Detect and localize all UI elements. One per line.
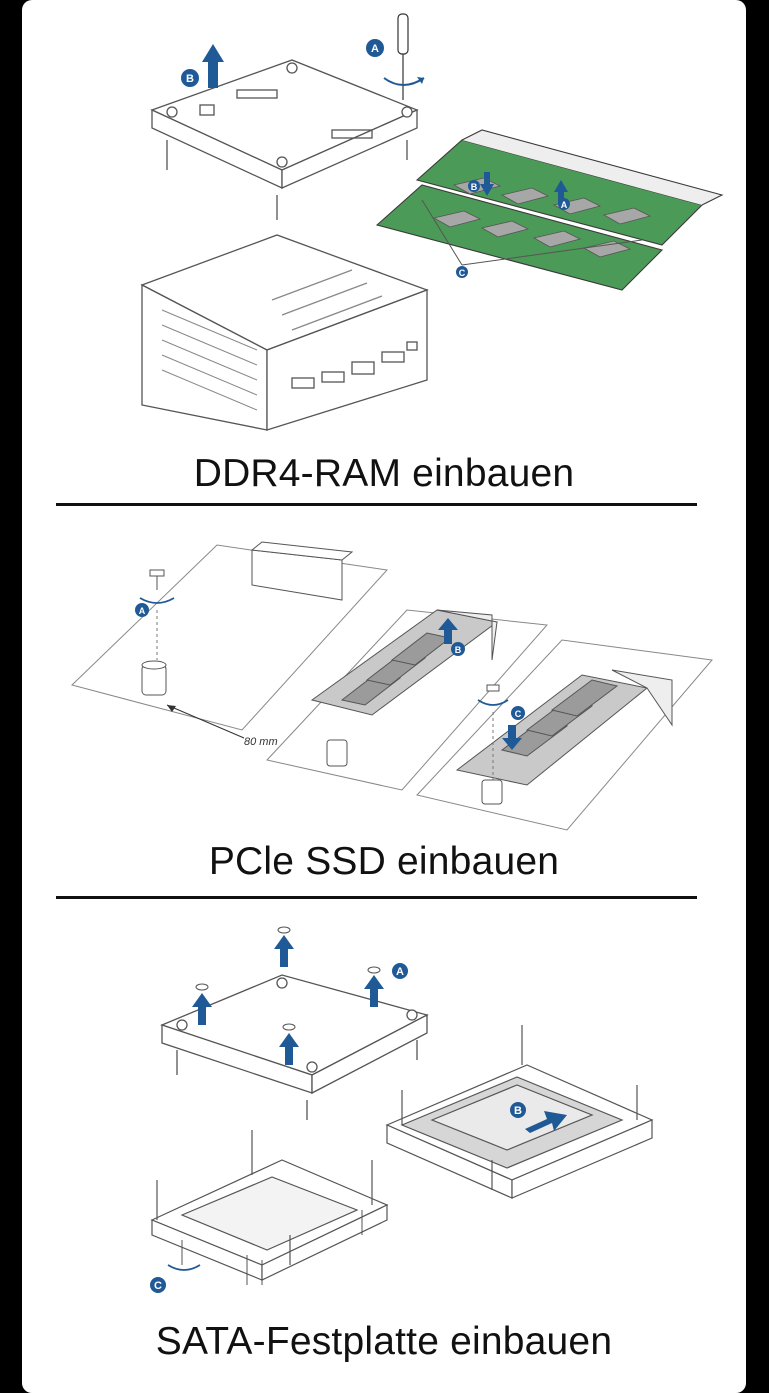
ssd-module <box>310 609 499 716</box>
marker-b: B <box>510 1102 526 1118</box>
up-arrow-icon <box>202 44 224 88</box>
callout-line <box>421 199 463 266</box>
marker-b: B <box>181 69 199 87</box>
section-ddr4: A B A B C DDR4-RAM einbauen <box>22 0 746 510</box>
right-arrow-icon <box>525 1111 567 1133</box>
bottom-cover-plate <box>150 59 419 220</box>
instruction-sheet: A B A B C DDR4-RAM einbauen <box>22 0 746 1393</box>
standoff-icon <box>481 779 503 805</box>
marker-a: A <box>366 39 384 57</box>
section-title: PCle SSD einbauen <box>208 840 560 883</box>
dimension-label: 80 mm <box>244 736 278 748</box>
svg-text:B: B <box>186 73 194 85</box>
rotate-icon <box>167 1264 201 1271</box>
mini-pc-chassis <box>140 234 429 431</box>
screw-icon <box>486 684 500 692</box>
screw-icon <box>195 926 381 1031</box>
dimension-arrow <box>166 704 245 739</box>
marker-b: B <box>468 180 480 192</box>
board-outline <box>416 639 713 831</box>
svg-text:C: C <box>459 268 466 278</box>
screwdriver-icon <box>397 13 409 100</box>
svg-text:A: A <box>371 43 379 55</box>
bottom-cover-plate <box>160 974 429 1120</box>
marker-c: C <box>456 266 468 278</box>
hdd-bracket <box>150 1130 389 1281</box>
section-pcie-ssd: 80 mm <box>22 510 746 900</box>
svg-text:C: C <box>154 1280 162 1292</box>
svg-text:C: C <box>515 709 522 719</box>
sata-illustration: A B C <box>150 926 654 1293</box>
section-divider <box>56 896 697 899</box>
svg-text:A: A <box>139 606 146 616</box>
board-outline <box>71 544 388 731</box>
ssd-module <box>455 669 673 786</box>
up-arrow-icon <box>438 618 458 644</box>
screw-icon <box>181 1210 363 1285</box>
marker-a: A <box>392 963 408 979</box>
marker-c: C <box>511 706 525 720</box>
rotate-icon <box>139 597 175 604</box>
pcie-ssd-illustration: 80 mm <box>71 541 713 831</box>
marker-a: A <box>558 198 570 210</box>
section-sata: A B C SATA-Festplatte einbauen <box>22 900 746 1393</box>
ddr4-illustration: A B A B C <box>140 13 724 431</box>
section-title: DDR4-RAM einbauen <box>193 452 575 495</box>
rotate-icon <box>477 699 509 706</box>
ram-modules <box>375 129 724 291</box>
svg-text:B: B <box>455 645 462 655</box>
svg-text:A: A <box>396 966 404 978</box>
callout-line <box>461 239 643 266</box>
hdd-bracket <box>385 1025 654 1199</box>
svg-text:B: B <box>471 182 478 192</box>
rotate-icon <box>383 77 425 86</box>
svg-text:B: B <box>514 1105 522 1117</box>
down-arrow-icon <box>502 725 522 750</box>
screw-icon <box>149 569 165 590</box>
marker-a: A <box>135 603 149 617</box>
board-outline <box>266 609 549 791</box>
m2-slot <box>250 541 354 601</box>
up-arrow-icon <box>192 935 384 1065</box>
marker-c: C <box>150 1277 166 1293</box>
marker-b: B <box>451 642 465 656</box>
ram-arrows <box>480 172 568 204</box>
svg-text:A: A <box>561 200 568 210</box>
section-divider <box>56 503 697 506</box>
section-title: SATA-Festplatte einbauen <box>155 1320 613 1363</box>
standoff-icon <box>326 739 348 767</box>
standoff-icon <box>141 660 167 696</box>
